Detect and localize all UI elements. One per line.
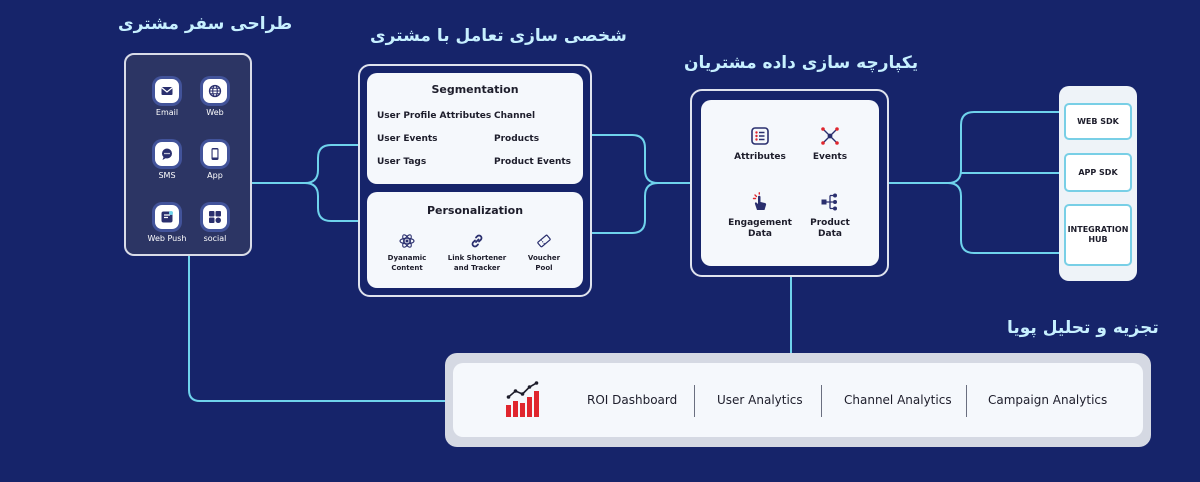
- events-item: Events: [785, 126, 875, 163]
- link-icon: [440, 233, 514, 249]
- analytics-bar: ROI Dashboard User Analytics Channel Ana…: [453, 363, 1143, 437]
- channel-label: social: [203, 234, 227, 243]
- data-unification-panel: [690, 89, 889, 277]
- channel-label: Email: [155, 108, 179, 117]
- segment-item: User Tags: [377, 157, 427, 167]
- hierarchy-icon: [785, 192, 875, 212]
- channel-analytics-item: Channel Analytics: [844, 393, 952, 407]
- channel-app: App: [185, 142, 245, 180]
- attributes-item: Attributes: [715, 126, 805, 163]
- channel-label: App: [207, 171, 223, 180]
- globe-icon: [203, 79, 227, 103]
- user-analytics-item: User Analytics: [717, 393, 803, 407]
- list-icon: [715, 126, 805, 146]
- divider: [694, 385, 695, 417]
- personalization-title: Personalization: [426, 204, 524, 217]
- channel-web-push: Web Push: [137, 205, 197, 243]
- campaign-analytics-item: Campaign Analytics: [988, 393, 1108, 407]
- divider: [966, 385, 967, 417]
- bar-chart-icon: [503, 381, 543, 423]
- channel-label: Web Push: [147, 234, 187, 243]
- unification-title: یکپارچه سازی داده مشتریان: [684, 53, 919, 73]
- phone-icon: [203, 142, 227, 166]
- data-type-label: Events: [812, 152, 848, 162]
- segment-item: Products: [494, 134, 540, 144]
- roi-dashboard-item: ROI Dashboard: [587, 393, 678, 407]
- push-icon: [155, 205, 179, 229]
- channel-email: Email: [137, 79, 197, 117]
- ticket-icon: [507, 233, 581, 249]
- email-icon: [155, 79, 179, 103]
- channel-label: Web: [206, 108, 224, 117]
- analytics-title: تجزیه و تحلیل پویا: [1007, 318, 1159, 338]
- channel-web: Web: [185, 79, 245, 117]
- segment-item: User Profile Attributes: [377, 111, 492, 121]
- segment-item: Channel: [494, 111, 536, 121]
- data-type-label: Attributes: [734, 152, 786, 162]
- segmentation-title: Segmentation: [431, 83, 519, 96]
- engagement-title: شخصی سازی تعامل با مشتری: [370, 26, 627, 46]
- web-sdk: WEB SDK: [1064, 103, 1132, 140]
- segment-item: Product Events: [494, 157, 572, 167]
- analytics-panel: ROI Dashboard User Analytics Channel Ana…: [445, 353, 1151, 447]
- channel-sms: SMS: [137, 142, 197, 180]
- journey-title: طراحی سفر مشتری: [118, 14, 293, 34]
- chat-icon: [155, 142, 179, 166]
- atom-icon: [370, 233, 444, 249]
- tap-icon: [715, 192, 805, 212]
- channel-social: social: [185, 205, 245, 243]
- segmentation-card: Segmentation User Profile Attributes Cha…: [367, 73, 583, 184]
- network-icon: [785, 126, 875, 146]
- channel-label: SMS: [158, 171, 176, 180]
- social-icon: [203, 205, 227, 229]
- divider: [821, 385, 822, 417]
- segment-item: User Events: [377, 134, 438, 144]
- channels-panel: Email Web SMS App Web Push social: [124, 53, 252, 256]
- app-sdk: APP SDK: [1064, 153, 1132, 192]
- engagement-panel: [358, 64, 592, 297]
